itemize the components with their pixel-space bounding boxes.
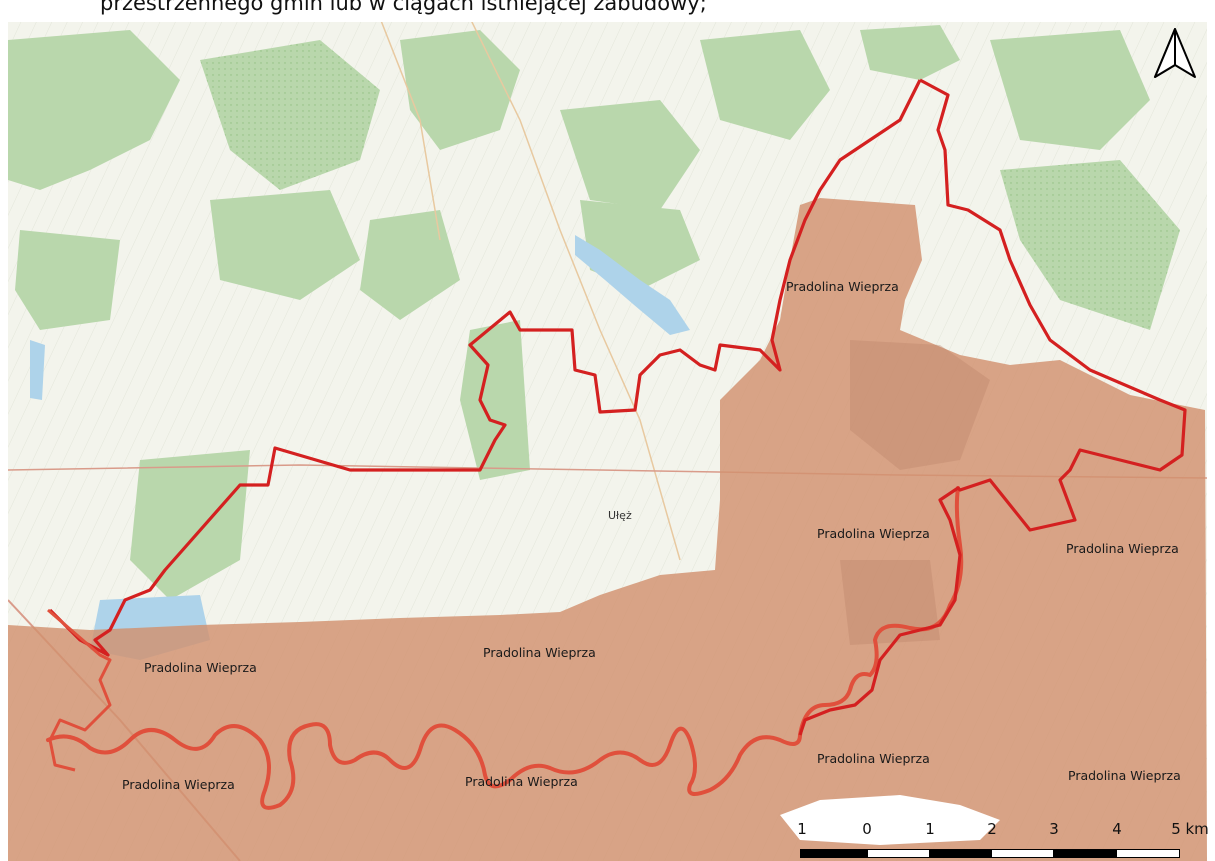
protected-area <box>8 198 1207 861</box>
region-labels: Pradolina Wieprza Pradolina Wieprza Prad… <box>122 279 1181 792</box>
map-canvas[interactable]: Pradolina Wieprza Pradolina Wieprza Prad… <box>8 18 1207 861</box>
scale-segment <box>1053 849 1117 858</box>
orchard-areas <box>200 40 1180 330</box>
region-label: Pradolina Wieprza <box>465 774 578 789</box>
forest-area <box>460 320 530 480</box>
road <box>379 18 441 241</box>
scale-segment <box>800 849 868 858</box>
forest-area <box>560 100 700 210</box>
study-boundary-east <box>798 78 1187 736</box>
settlement-area <box>840 560 940 645</box>
place-label: Ułęż <box>608 509 632 522</box>
forest-area <box>130 450 250 600</box>
scale-segment <box>929 849 992 858</box>
scale-segment <box>867 849 930 858</box>
region-label: Pradolina Wieprza <box>144 660 257 675</box>
scale-tick: 2 <box>987 820 997 838</box>
heading-text: przestrzennego gmin lub w ciągach istnie… <box>100 0 707 15</box>
road <box>469 18 681 561</box>
region-label: Pradolina Wieprza <box>1066 541 1179 556</box>
scale-bar: 1 0 1 2 3 4 5 km <box>790 820 1210 860</box>
scale-tick: 0 <box>862 820 872 838</box>
north-arrow-icon <box>1152 26 1198 87</box>
pond-area <box>30 340 45 400</box>
scale-tick: 1 <box>925 820 935 838</box>
region-label: Pradolina Wieprza <box>817 751 930 766</box>
orchard-area <box>1000 160 1180 330</box>
forest-area <box>990 30 1150 150</box>
region-label: Pradolina Wieprza <box>122 777 235 792</box>
scale-segment <box>1116 849 1180 858</box>
map-svg: Pradolina Wieprza Pradolina Wieprza Prad… <box>8 18 1207 861</box>
study-boundary-west <box>48 79 922 657</box>
settlement-areas <box>840 340 990 645</box>
region-label: Pradolina Wieprza <box>817 526 930 541</box>
forest-area <box>700 30 830 140</box>
river-wieprz <box>46 486 964 810</box>
protected-area-polygon <box>8 198 1207 861</box>
orchard-area <box>200 40 380 190</box>
scale-tick: 3 <box>1049 820 1059 838</box>
region-label: Pradolina Wieprza <box>483 645 596 660</box>
scale-tick: 1 <box>797 820 807 838</box>
lake-area <box>575 235 690 335</box>
scale-segment <box>991 849 1054 858</box>
map-gap <box>780 795 1000 845</box>
forest-area <box>360 210 460 320</box>
region-label: Pradolina Wieprza <box>1068 768 1181 783</box>
forest-area <box>210 190 360 300</box>
page-heading: przestrzennego gmin lub w ciągach istnie… <box>0 0 1215 22</box>
forest-area <box>860 25 960 80</box>
scale-tick: 5 km <box>1171 820 1209 838</box>
settlement-area <box>850 340 990 470</box>
forest-area <box>15 230 120 330</box>
scale-tick: 4 <box>1112 820 1122 838</box>
forest-area <box>8 30 180 190</box>
study-boundary-southwest <box>47 608 112 772</box>
region-label: Pradolina Wieprza <box>786 279 899 294</box>
